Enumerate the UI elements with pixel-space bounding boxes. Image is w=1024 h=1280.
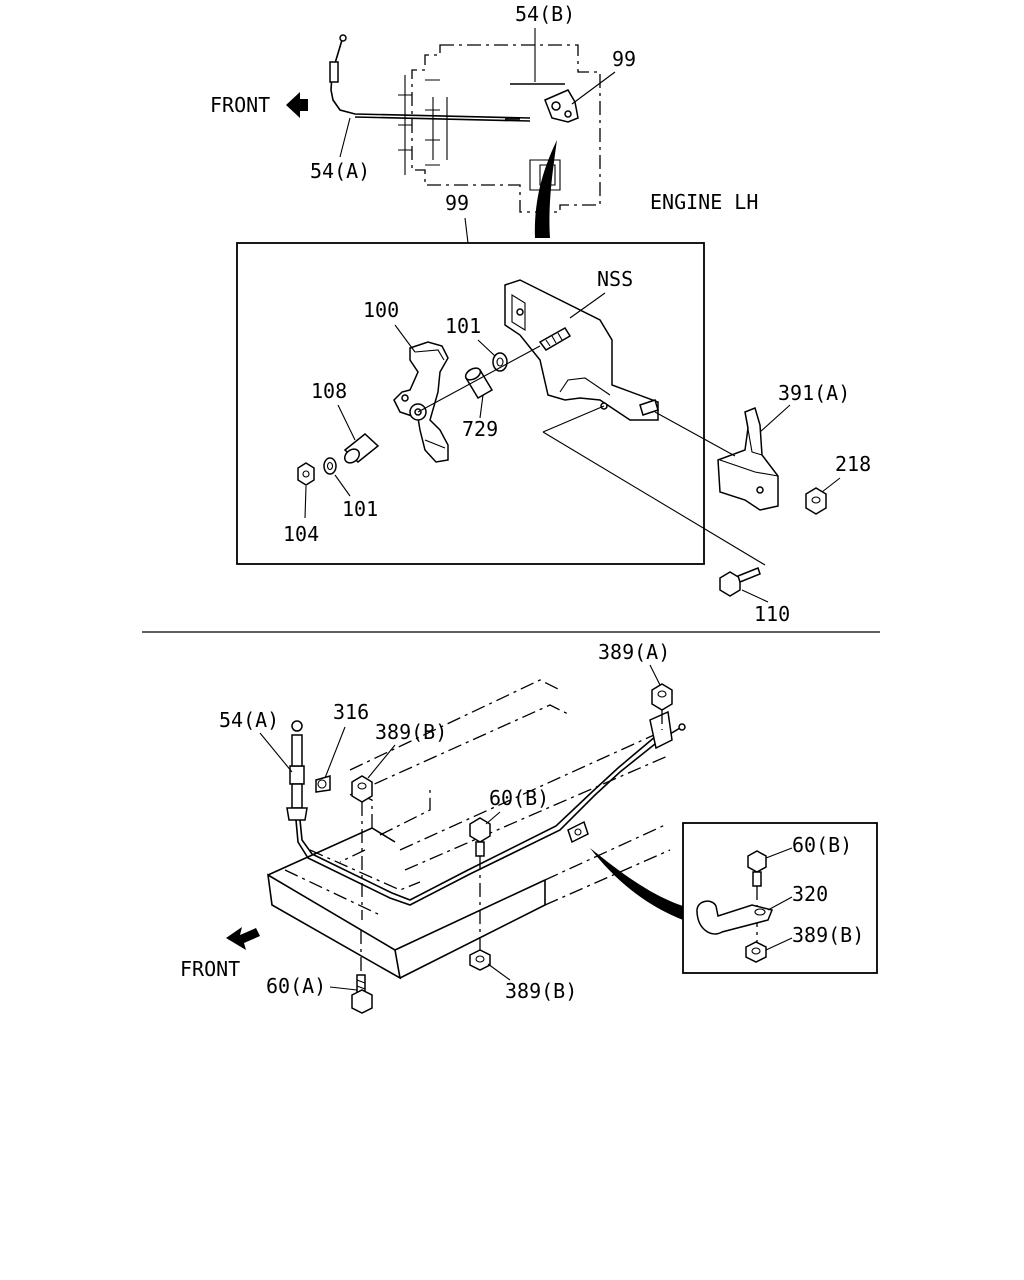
callout-60a: 60(A): [266, 974, 326, 998]
cable-54a-top: [329, 34, 531, 122]
callout-391a: 391(A): [778, 381, 850, 405]
front-label-top: FRONT: [210, 93, 270, 117]
leader-389b-lower: [487, 963, 511, 981]
callout-60b: 60(B): [489, 786, 549, 810]
assembly-line-391a: [654, 411, 736, 457]
callout-110: 110: [754, 602, 790, 626]
detail-box-frame: [236, 242, 705, 565]
leader-54a-bottom: [259, 732, 293, 773]
bolt-60a: [351, 974, 373, 1014]
inset-pointer-arrow: [590, 848, 683, 920]
bushing-108: [343, 433, 380, 464]
nut-389a: [651, 683, 673, 711]
leader-60a: [329, 986, 358, 991]
callout-389b-upper: 389(B): [375, 720, 447, 744]
inset-box-frame: [682, 822, 878, 974]
assembly-line-110-a: [542, 405, 605, 433]
leader-60b: [485, 811, 501, 825]
callout-104: 104: [283, 522, 319, 546]
frame-rail: [266, 679, 671, 980]
inset-leader-320: [767, 896, 793, 911]
callout-101-lower: 101: [342, 497, 378, 521]
callout-729: 729: [462, 417, 498, 441]
callout-389a: 389(A): [598, 640, 670, 664]
callout-108: 108: [311, 379, 347, 403]
leader-104: [304, 485, 307, 519]
callout-54b: 54(B): [515, 2, 575, 26]
leader-99-top: [571, 71, 616, 105]
lever-100: [393, 341, 449, 463]
callout-389b-lower: 389(B): [505, 979, 577, 1003]
leader-316: [324, 726, 346, 779]
callout-nss: NSS: [597, 267, 633, 291]
inset-leader-60b: [765, 847, 793, 859]
clip-320: [696, 900, 774, 935]
leader-389a: [649, 664, 661, 686]
inset-callout-320: 320: [792, 882, 828, 906]
detail-pointer-arrow: [534, 140, 557, 238]
leader-100: [394, 324, 416, 353]
bolt-60b: [469, 817, 491, 857]
front-arrow-top: [286, 92, 308, 118]
inset-nut-389b: [745, 941, 767, 963]
callout-54a-top: 54(A): [310, 159, 370, 183]
nut-389b-upper: [351, 775, 373, 803]
bracket-nss: [504, 279, 659, 421]
callout-100: 100: [363, 298, 399, 322]
leader-389b-upper: [367, 744, 396, 779]
nut-389b-lower: [469, 949, 491, 971]
inset-callout-60b: 60(B): [792, 833, 852, 857]
lever-99-top: [544, 89, 579, 123]
leader-108: [337, 404, 356, 441]
leader-99-detail: [464, 217, 469, 244]
engine-lh-label: ENGINE LH: [650, 190, 758, 214]
callout-99-top: 99: [612, 47, 636, 71]
bracket-391a: [717, 406, 779, 511]
inset-leader-389b: [765, 937, 793, 951]
assembly-axis-line: [417, 345, 541, 413]
nut-218: [805, 487, 827, 515]
callout-316: 316: [333, 700, 369, 724]
leader-101-lower: [334, 474, 351, 497]
collar-729: [464, 367, 494, 400]
inset-bolt-60b: [747, 850, 767, 887]
leader-101-upper: [477, 339, 496, 357]
assembly-line-110-b: [542, 431, 766, 566]
leader-110: [741, 589, 769, 603]
washer-101-upper: [492, 352, 508, 372]
leader-391a: [759, 404, 791, 433]
leader-218: [821, 477, 841, 493]
front-label-bottom: FRONT: [180, 957, 240, 981]
callout-99-detail: 99: [445, 191, 469, 215]
nut-104: [297, 462, 315, 486]
front-arrow-bottom: [226, 927, 260, 950]
inset-callout-389b: 389(B): [792, 923, 864, 947]
callout-54a-bottom: 54(A): [219, 708, 279, 732]
leader-nss: [569, 292, 606, 319]
leader-54a-top: [339, 117, 351, 158]
callout-101-upper: 101: [445, 314, 481, 338]
bolt-110: [719, 567, 761, 597]
callout-218: 218: [835, 452, 871, 476]
engine-outline: [398, 44, 601, 213]
leader-729: [479, 394, 484, 419]
washer-101-lower: [323, 457, 337, 475]
